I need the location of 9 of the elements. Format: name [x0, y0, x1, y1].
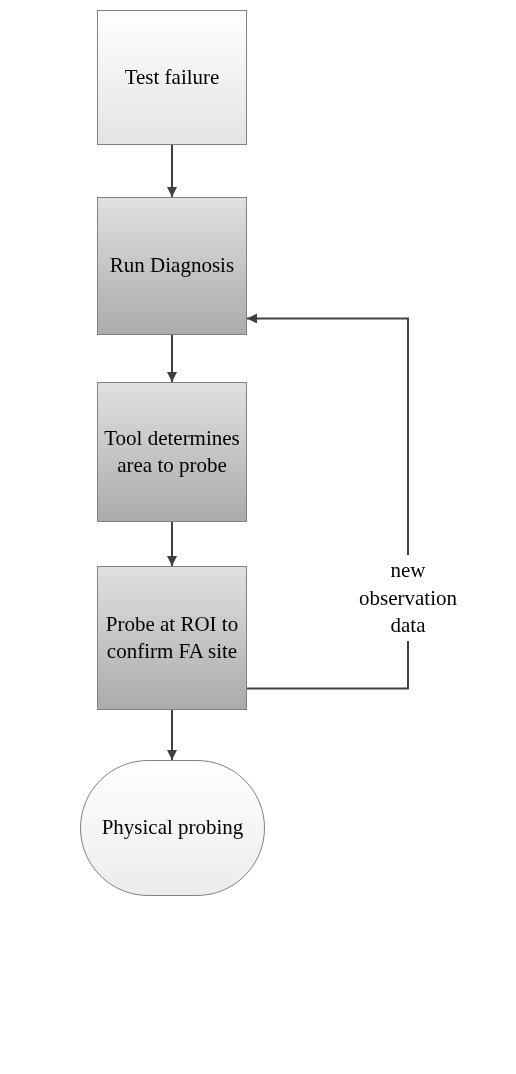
process-box: Run Diagnosis	[97, 197, 247, 335]
arrow	[167, 709, 177, 761]
arrow	[167, 334, 177, 383]
arrow	[167, 521, 177, 567]
terminal-shape: Physical probing	[80, 760, 265, 896]
process-box: Probe at ROI to confirm FA site	[97, 566, 247, 710]
arrow	[167, 144, 177, 198]
process-box: Test failure	[97, 10, 247, 145]
process-box: Tool determines area to probe	[97, 382, 247, 522]
